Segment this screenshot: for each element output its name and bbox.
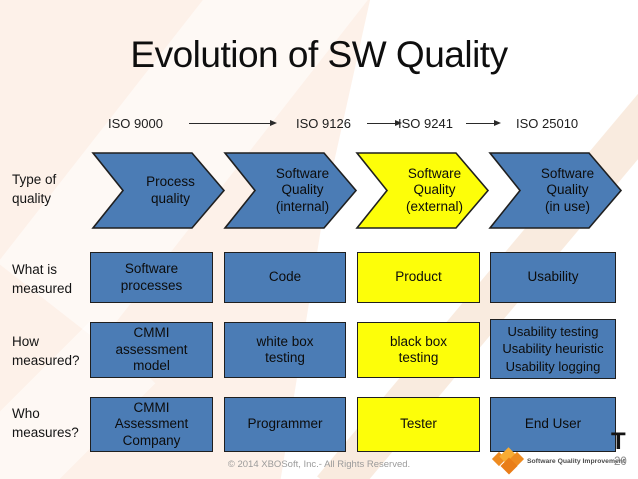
chevron-shape-icon (223, 152, 358, 229)
chevron-shape-icon (355, 152, 490, 229)
xbosoft-wordmark-tail: T (611, 428, 626, 455)
iso-9241-label: ISO 9241 (398, 116, 453, 131)
iso-25010-label: ISO 25010 (516, 116, 579, 131)
chevron-sw-quality-internal: Software Quality (internal) (223, 152, 358, 229)
slide-title: Evolution of SW Quality (130, 34, 508, 75)
chevron-label: Software Quality (in use) (540, 165, 595, 214)
box-black-box-testing: black box testing (357, 322, 480, 378)
box-product: Product (357, 252, 480, 303)
copyright-text: © 2014 XBOSoft, Inc.- All Rights Reserve… (227, 459, 411, 470)
box-cmmi-assessment-model: CMMI assessment model (90, 322, 213, 378)
chevron-sw-quality-in-use: Software Quality (in use) (488, 152, 623, 229)
timeline-arrow-icon (466, 119, 501, 126)
iso-9126-label: ISO 9126 (296, 116, 351, 131)
box-cmmi-assessment-company: CMMI Assessment Company (90, 397, 213, 452)
box-programmer: Programmer (224, 397, 346, 452)
chevron-label: Process quality (146, 174, 195, 206)
box-usability: Usability (490, 252, 616, 303)
row-label-type-of-quality: Type of quality (12, 172, 57, 206)
box-usability-testing-methods: Usability testing Usability heuristic Us… (490, 319, 616, 379)
chevron-sw-quality-external: Software Quality (external) (355, 152, 490, 229)
chevron-shape-icon (91, 152, 226, 229)
chevron-shape-icon (488, 152, 623, 229)
box-tester: Tester (357, 397, 480, 452)
timeline-arrow-icon (367, 119, 402, 126)
row-label-who-measures: Who measures? (12, 406, 79, 440)
logo-tagline: Software Quality Improvement (527, 458, 626, 465)
row-label-how-measured: How measured? (12, 334, 80, 368)
chevron-process-quality: Process quality (91, 152, 226, 229)
box-software-processes: Software processes (90, 252, 213, 303)
box-code: Code (224, 252, 346, 303)
page-number: 20 (614, 456, 627, 468)
box-white-box-testing: white box testing (224, 322, 346, 378)
row-label-what-is-measured: What is measured (12, 262, 73, 296)
box-end-user: End User (490, 397, 616, 452)
timeline-arrow-icon (189, 119, 277, 126)
chevron-label: Software Quality (external) (405, 165, 464, 214)
iso-9000-label: ISO 9000 (108, 116, 163, 131)
chevron-label: Software Quality (internal) (275, 165, 330, 214)
